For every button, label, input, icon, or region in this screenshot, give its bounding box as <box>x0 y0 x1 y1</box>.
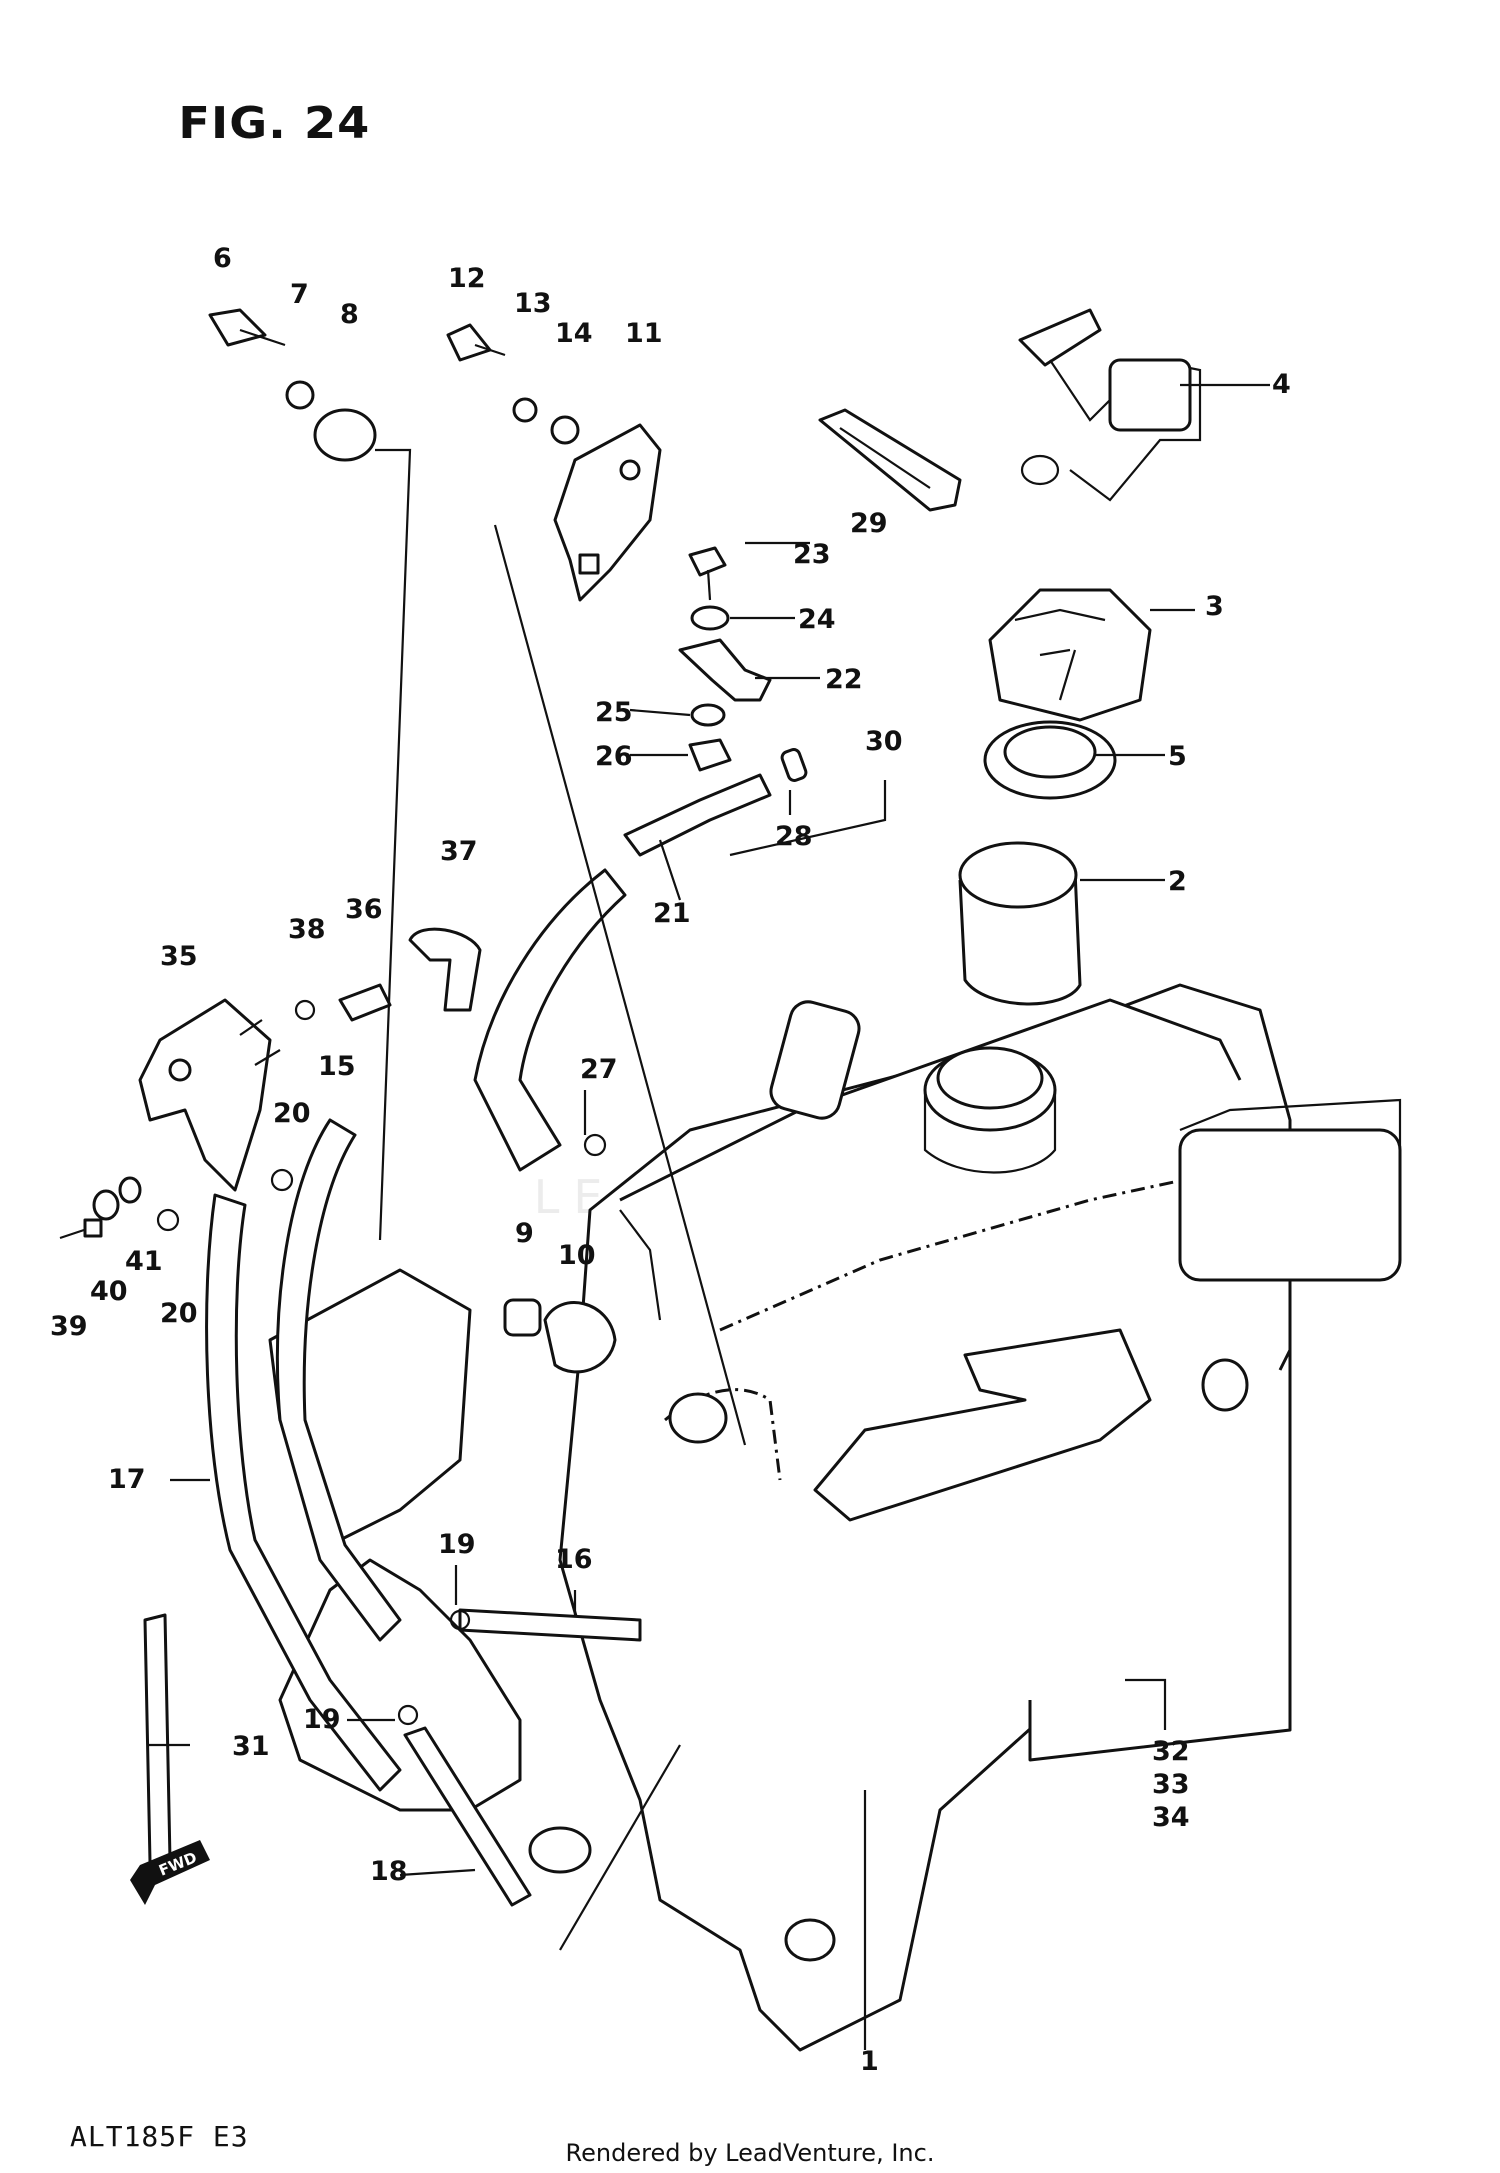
clamp-19b[interactable] <box>397 1704 419 1726</box>
callout-16: 16 <box>555 1544 593 1575</box>
callout-41: 41 <box>125 1246 163 1277</box>
callout-36: 36 <box>345 894 383 925</box>
nut-26[interactable] <box>688 738 732 772</box>
callout-27: 27 <box>580 1054 618 1085</box>
hose-15[interactable] <box>275 1118 402 1642</box>
callout-20a: 20 <box>273 1098 311 1129</box>
callout-12: 12 <box>448 263 486 294</box>
pipe-16[interactable] <box>458 1608 642 1642</box>
callout-32: 32 <box>1152 1736 1190 1767</box>
callout-5: 5 <box>1168 741 1187 772</box>
callout-30: 30 <box>865 726 903 757</box>
fuel-cap-assembly[interactable] <box>958 588 1152 1006</box>
callout-18: 18 <box>370 1856 408 1887</box>
callouts: 1 2 3 4 5 6 7 8 9 10 11 12 13 14 15 16 1… <box>50 243 1291 2077</box>
callout-40: 40 <box>90 1276 128 1307</box>
guide-line-bracket <box>493 524 747 1446</box>
callout-19b: 19 <box>303 1704 341 1735</box>
callout-11: 11 <box>625 318 663 349</box>
washer-13[interactable] <box>512 397 538 423</box>
forward-arrow <box>130 1840 210 1905</box>
callout-20b: 20 <box>160 1298 198 1329</box>
collar-9[interactable] <box>503 1298 542 1337</box>
hose-17[interactable] <box>205 1193 402 1792</box>
callout-39: 39 <box>50 1311 88 1342</box>
bolt-6[interactable] <box>208 308 286 347</box>
fuel-valve[interactable] <box>138 998 281 1192</box>
callout-38: 38 <box>288 914 326 945</box>
washer-24[interactable] <box>690 605 730 631</box>
callout-28: 28 <box>775 821 813 852</box>
bracket-22[interactable] <box>678 638 772 702</box>
breather-pipe-21[interactable] <box>623 773 772 857</box>
washer-7[interactable] <box>285 380 315 410</box>
callout-8: 8 <box>340 299 359 330</box>
washer-25[interactable] <box>690 703 726 727</box>
overflow-tube-31[interactable] <box>143 1613 172 1864</box>
callout-25: 25 <box>595 697 633 728</box>
pin-28[interactable] <box>780 748 808 782</box>
screw-39[interactable] <box>59 1218 103 1240</box>
callout-13: 13 <box>514 288 552 319</box>
callout-17: 17 <box>108 1464 146 1495</box>
callout-19a: 19 <box>438 1529 476 1560</box>
callout-22: 22 <box>825 664 863 695</box>
hose-clip-plate[interactable] <box>818 408 962 512</box>
grommet-10[interactable] <box>543 1301 617 1374</box>
washer-40[interactable] <box>92 1189 120 1221</box>
callout-14: 14 <box>555 318 593 349</box>
hose-36[interactable] <box>338 983 392 1022</box>
callout-4: 4 <box>1272 369 1291 400</box>
clamp-38[interactable] <box>294 999 316 1021</box>
mount-bracket[interactable] <box>553 423 662 602</box>
callout-6: 6 <box>213 243 232 274</box>
clamp-27[interactable] <box>583 1133 607 1157</box>
callout-37: 37 <box>440 836 478 867</box>
leader-lines <box>148 383 1270 2050</box>
callout-15: 15 <box>318 1051 356 1082</box>
washer-41[interactable] <box>118 1176 142 1204</box>
clamp-19a[interactable] <box>449 1609 471 1631</box>
clamp-20a[interactable] <box>156 1208 180 1232</box>
callout-21: 21 <box>653 898 691 929</box>
callout-34: 34 <box>1152 1802 1190 1833</box>
callout-31: 31 <box>232 1731 270 1762</box>
hose-30[interactable] <box>473 868 627 1172</box>
screw-23[interactable] <box>688 546 727 601</box>
callout-7: 7 <box>290 279 309 310</box>
cap-latch-spring[interactable] <box>1018 308 1202 502</box>
guide-line-washer <box>375 448 412 1241</box>
breather-tube-18[interactable] <box>403 1726 532 1907</box>
callout-29: 29 <box>850 508 888 539</box>
bolt-12[interactable] <box>446 323 506 362</box>
callout-26: 26 <box>595 741 633 772</box>
washer-8[interactable] <box>313 408 377 462</box>
diagram-code: ALT185F E3 <box>70 2120 249 2153</box>
callout-23: 23 <box>793 539 831 570</box>
callout-2: 2 <box>1168 866 1187 897</box>
figure-title: FIG. 24 <box>178 98 371 149</box>
washer-14[interactable] <box>550 415 580 445</box>
callout-35: 35 <box>160 941 198 972</box>
clamp-20b[interactable] <box>270 1168 294 1192</box>
callout-1: 1 <box>860 2046 879 2077</box>
callout-10: 10 <box>558 1240 596 1271</box>
callout-33: 33 <box>1152 1769 1190 1800</box>
callout-3: 3 <box>1205 591 1224 622</box>
hose-37[interactable] <box>408 927 482 1012</box>
footer-credit: Rendered by LeadVenture, Inc. <box>565 2139 935 2167</box>
guide-line-tube-18 <box>559 1744 681 1951</box>
fuel-tank[interactable] <box>268 983 1402 2052</box>
callout-24: 24 <box>798 604 836 635</box>
callout-9: 9 <box>515 1218 534 1249</box>
